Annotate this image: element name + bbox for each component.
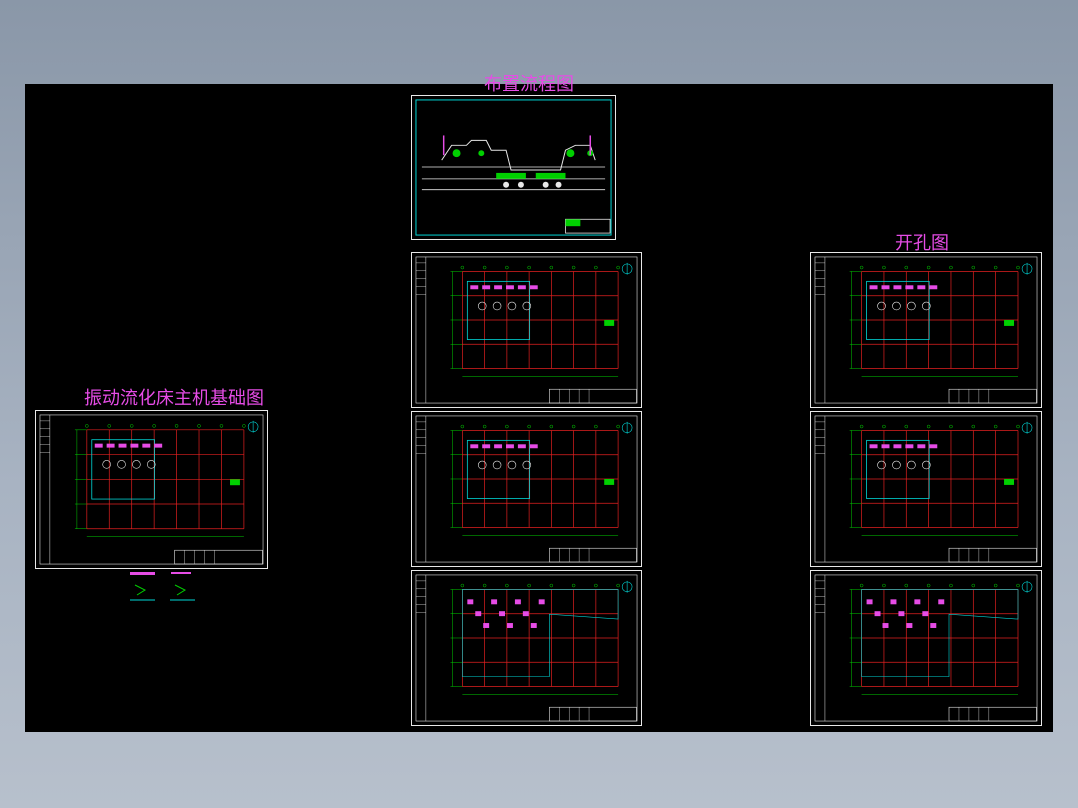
sheet-right-1[interactable] <box>810 252 1042 408</box>
foundation-title: 振动流化床主机基础图 <box>84 388 264 409</box>
right-1-plan <box>814 256 1038 404</box>
opening-title: 开孔图 <box>895 233 949 254</box>
foundation-plan <box>39 414 264 565</box>
drawing-canvas[interactable]: 布置流程图 振动流化床主机基础图 开孔图 <box>25 74 1053 732</box>
sheet-right-3[interactable] <box>810 570 1042 726</box>
foundation-detail-marks <box>130 572 195 601</box>
right-2-plan <box>814 415 1038 563</box>
sheet-right-2[interactable] <box>810 411 1042 567</box>
sheet-mid-2[interactable] <box>411 411 642 567</box>
mid-2-plan <box>415 415 638 563</box>
mid-3-plan <box>415 574 638 722</box>
sheet-mid-1[interactable] <box>411 252 642 408</box>
mid-1-plan <box>415 256 638 404</box>
flow-layout-title: 布置流程图 <box>484 74 574 95</box>
flow-diagram <box>415 99 612 236</box>
sheet-flow-layout[interactable] <box>411 95 616 240</box>
sheet-foundation[interactable] <box>35 410 268 569</box>
sheet-mid-3[interactable] <box>411 570 642 726</box>
right-3-plan <box>814 574 1038 722</box>
